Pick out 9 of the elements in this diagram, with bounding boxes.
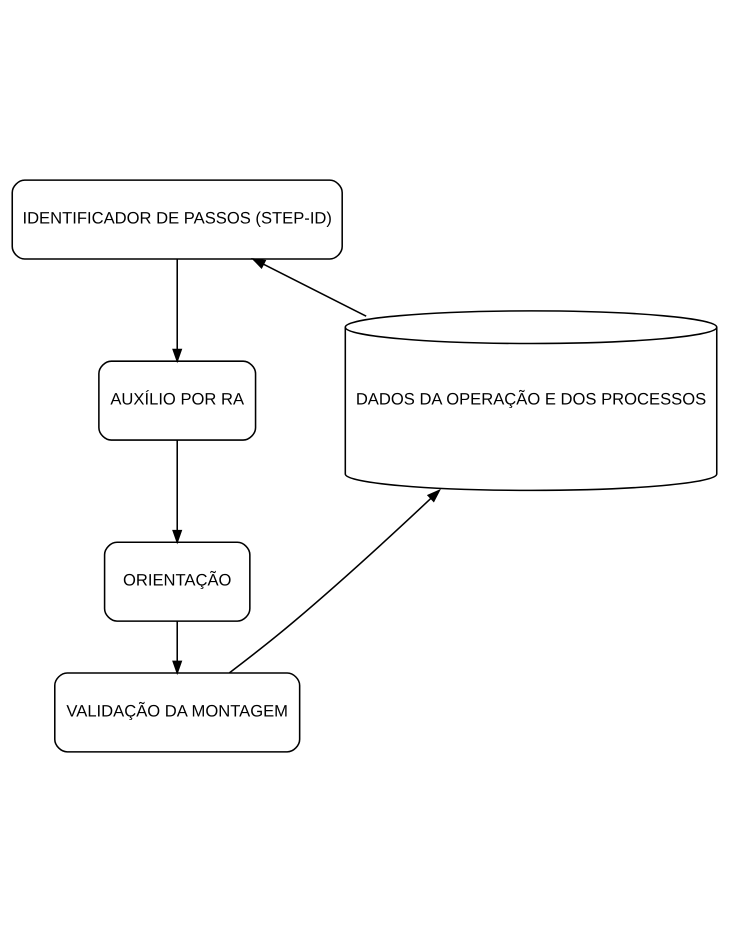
node-box: VALIDAÇÃO DA MONTAGEM bbox=[54, 672, 300, 753]
arrow bbox=[172, 440, 182, 544]
arrow bbox=[172, 259, 182, 364]
node-box: AUXÍLIO POR RA bbox=[98, 360, 256, 441]
arrow bbox=[172, 621, 182, 676]
node-box: ORIENTAÇÃO bbox=[104, 541, 251, 622]
arrow bbox=[228, 488, 441, 674]
arrow bbox=[251, 258, 367, 317]
node-box: IDENTIFICADOR DE PASSOS (STEP-ID) bbox=[11, 179, 343, 260]
